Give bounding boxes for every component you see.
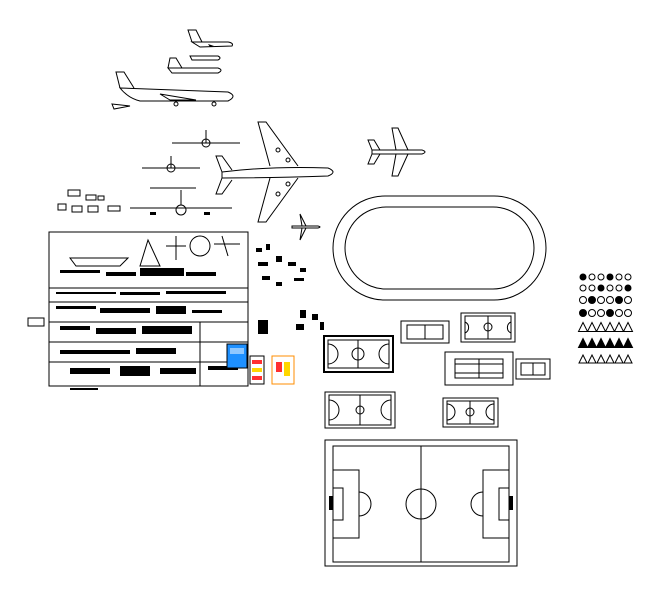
tree-icon — [615, 284, 623, 292]
handball-court — [324, 391, 396, 429]
tree-icon — [597, 273, 605, 281]
tree-icon — [587, 353, 597, 364]
tree-icon — [588, 273, 596, 281]
tree-icon — [613, 337, 625, 348]
ground-vehicles-icon — [57, 189, 121, 213]
tree-icon — [615, 273, 623, 281]
tree-icon — [614, 353, 624, 364]
tree-icon — [622, 337, 634, 348]
tree-icon — [579, 309, 587, 317]
tree-icon — [606, 284, 614, 292]
tree-icon — [595, 321, 607, 332]
tree-icon — [604, 321, 616, 332]
tree-icon — [577, 337, 589, 348]
tree-icon — [606, 309, 614, 317]
color-legend-blocks — [226, 320, 295, 385]
tree-icon — [624, 309, 632, 317]
basketball-court-small — [460, 312, 516, 343]
soccer-field — [324, 439, 518, 567]
tree-icon — [622, 321, 634, 332]
tree-icon — [606, 296, 614, 304]
tree-icon — [577, 321, 589, 332]
tennis-court — [444, 351, 514, 386]
detail-sheet — [27, 231, 249, 390]
futsal-court — [323, 335, 394, 373]
tree-icon — [615, 309, 623, 317]
tree-icon — [588, 296, 596, 304]
running-track — [332, 195, 547, 301]
tree-icon — [596, 353, 606, 364]
tree-icon — [588, 284, 596, 292]
basketball-court — [442, 397, 499, 428]
badminton-court — [515, 358, 551, 380]
tree-icon — [624, 284, 632, 292]
tree-icon — [623, 353, 633, 364]
tree-icon — [586, 337, 598, 348]
volleyball-court — [400, 320, 450, 344]
tree-icon — [597, 309, 605, 317]
tree-icon — [606, 273, 614, 281]
airplane-jumbo-side-view-icon — [115, 71, 234, 107]
tree-icon — [624, 273, 632, 281]
tree-icon — [579, 284, 587, 292]
airplane-small-top-view-icon — [291, 213, 321, 241]
aircraft-group — [57, 29, 426, 241]
tree-icon — [578, 353, 588, 364]
tree-icon — [586, 321, 598, 332]
airplane-jumbo-top-view-icon — [215, 121, 334, 223]
tree-icon — [597, 296, 605, 304]
tree-symbols — [577, 273, 634, 364]
tree-icon — [588, 309, 596, 317]
sports-courts — [323, 312, 551, 429]
tree-icon — [579, 273, 587, 281]
airplane-side-view-small-icon — [187, 29, 233, 48]
tree-icon — [579, 296, 587, 304]
airplane-side-view-icon — [166, 55, 222, 74]
tree-icon — [605, 353, 615, 364]
tree-icon — [624, 296, 632, 304]
people-furniture-symbols — [256, 244, 324, 330]
airplane-top-view-icon — [367, 127, 426, 177]
tree-icon — [597, 284, 605, 292]
tree-icon — [615, 296, 623, 304]
airplane-tiny-icon — [111, 103, 131, 110]
tree-icon — [613, 321, 625, 332]
tree-icon — [604, 337, 616, 348]
tree-icon — [595, 337, 607, 348]
airplane-front-view-icon — [130, 130, 240, 216]
